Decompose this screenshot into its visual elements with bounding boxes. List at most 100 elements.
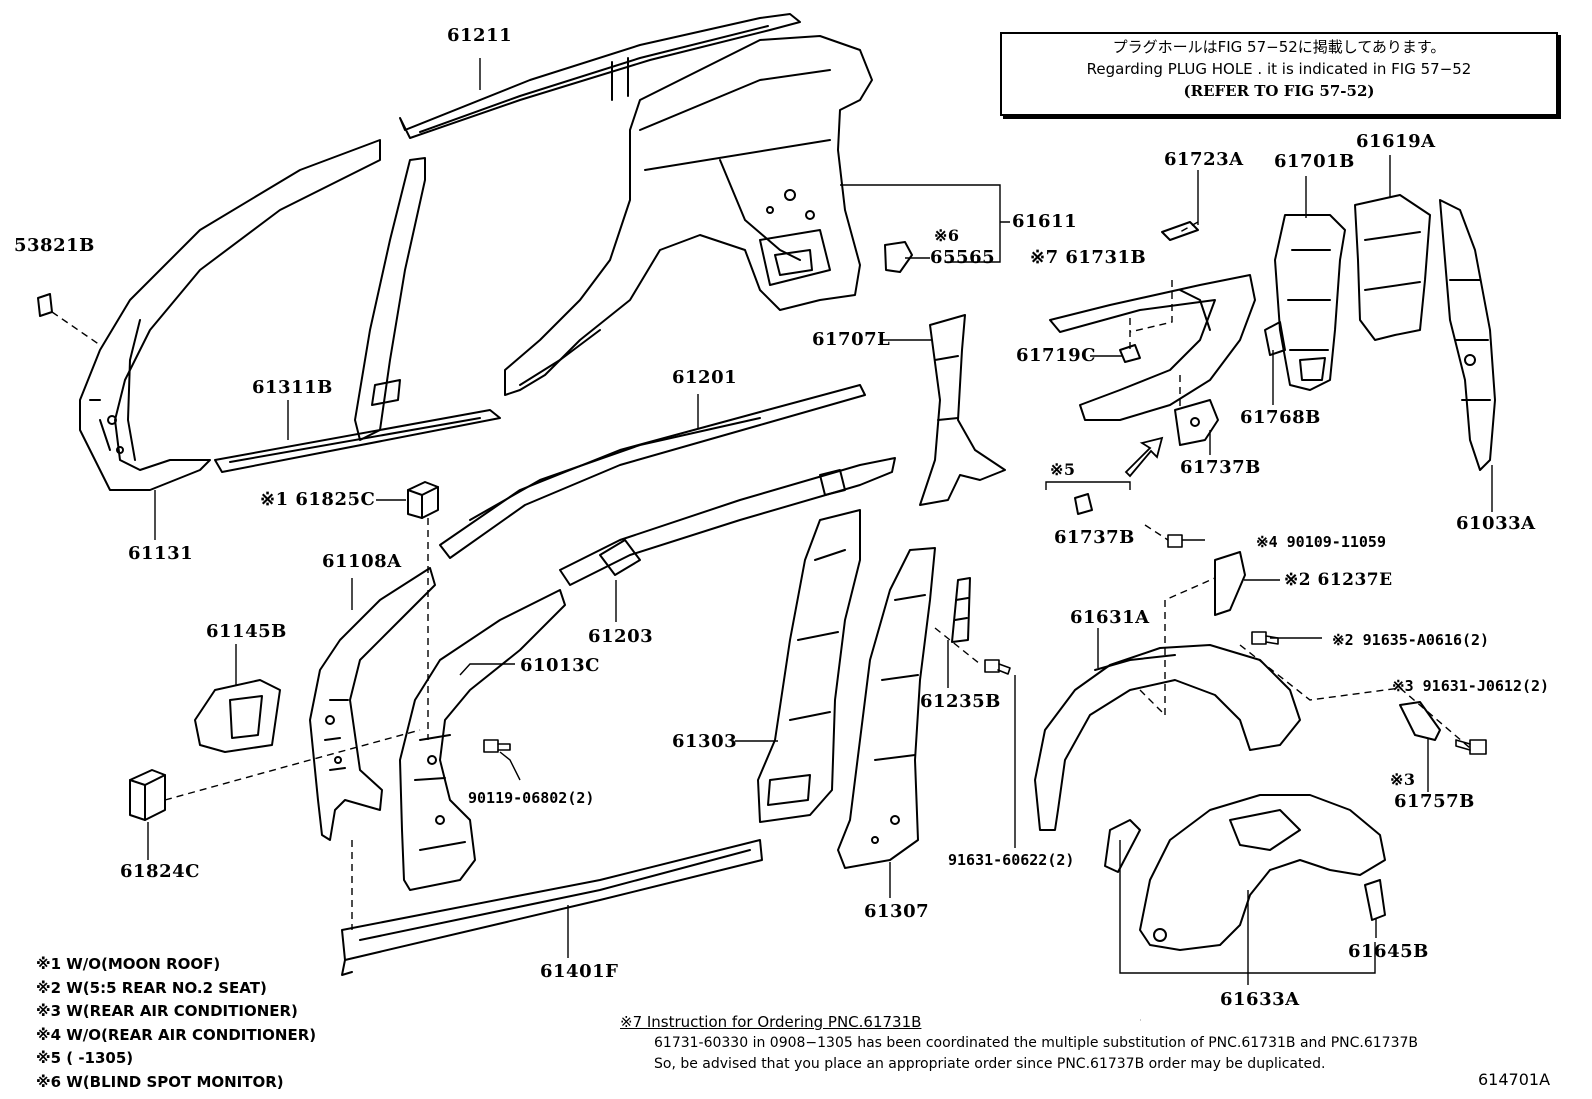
label-61707L[interactable]: 61707L bbox=[812, 329, 891, 350]
label-90119-06802[interactable]: 90119-06802(2) bbox=[468, 789, 595, 807]
part-61201-roof-inner bbox=[439, 384, 866, 559]
label-65565[interactable]: 65565 bbox=[930, 247, 996, 268]
part-61203-roof-inner-long bbox=[559, 457, 896, 586]
label-61631A[interactable]: 61631A bbox=[1070, 607, 1150, 628]
leader-61013C bbox=[459, 663, 515, 676]
label-61203[interactable]: 61203 bbox=[588, 626, 654, 647]
label-61723A[interactable]: 61723A bbox=[1164, 149, 1244, 170]
legend-item: ※6 W(BLIND SPOT MONITOR) bbox=[36, 1072, 284, 1091]
note-line-english: Regarding PLUG HOLE . it is indicated in… bbox=[1086, 60, 1472, 78]
part-61611-quarter-panel bbox=[504, 35, 873, 396]
part-center-pillar-strip bbox=[354, 157, 426, 441]
part-61235B-bracket bbox=[951, 577, 971, 643]
legend-item: ※4 W/O(REAR AIR CONDITIONER) bbox=[36, 1025, 317, 1044]
part-61013C-hinge-pillar bbox=[399, 589, 566, 891]
part-61619A-panel bbox=[1354, 194, 1431, 341]
bracket-61737B bbox=[1045, 481, 1131, 490]
bolt-91631-J0612 bbox=[1455, 739, 1487, 755]
label-61201[interactable]: 61201 bbox=[672, 367, 738, 388]
label-91631-J0612[interactable]: ※3 91631-J0612(2) bbox=[1392, 677, 1550, 695]
bolt-90109-11059 bbox=[1167, 534, 1183, 548]
footnote-legend: ※1 W/O(MOON ROOF) ※2 W(5:5 REAR NO.2 SEA… bbox=[36, 953, 316, 1094]
label-61131[interactable]: 61131 bbox=[128, 543, 194, 564]
part-61131-front-pillar bbox=[79, 139, 381, 491]
part-61723A-bracket bbox=[1161, 221, 1199, 241]
part-61211-roof-rail bbox=[399, 13, 801, 139]
instruction-line-1: 61731-60330 in 0908−1305 has been coordi… bbox=[654, 1035, 1419, 1051]
bolt-90119-06802 bbox=[483, 739, 511, 753]
label-61303[interactable]: 61303 bbox=[672, 731, 738, 752]
label-61731B[interactable]: ※7 61731B bbox=[1030, 247, 1147, 268]
leader-90119 bbox=[499, 751, 521, 781]
label-61701B[interactable]: 61701B bbox=[1274, 151, 1355, 172]
part-61033A-panel bbox=[1439, 199, 1496, 471]
label-61211[interactable]: 61211 bbox=[447, 25, 513, 46]
label-61737B-top[interactable]: 61737B bbox=[1180, 457, 1261, 478]
part-61825C-block bbox=[407, 481, 439, 519]
part-61307-center-pillar-inner bbox=[837, 547, 936, 869]
note-box: プラグホールはFIG 57−52に掲載してあります。 Regarding PLU… bbox=[1000, 32, 1558, 116]
part-61145B-bracket bbox=[194, 679, 281, 753]
label-61235B[interactable]: 61235B bbox=[920, 691, 1001, 712]
bracket-61633A bbox=[1119, 840, 1376, 974]
label-61033A[interactable]: 61033A bbox=[1456, 513, 1536, 534]
legend-item: ※1 W/O(MOON ROOF) bbox=[36, 955, 221, 973]
part-61701B-panel bbox=[1274, 214, 1346, 391]
label-note-5: ※5 bbox=[1050, 460, 1076, 479]
part-61768B-bracket bbox=[1264, 321, 1286, 356]
label-53821B[interactable]: 53821B bbox=[14, 235, 95, 256]
direction-arrow bbox=[1124, 436, 1164, 478]
bolt-91631-60622 bbox=[984, 659, 1011, 675]
part-61237E-bracket bbox=[1214, 551, 1246, 616]
label-note-3: ※3 bbox=[1390, 770, 1416, 789]
part-61631A-wheelhouse-outer bbox=[1034, 644, 1301, 831]
label-61013C[interactable]: 61013C bbox=[520, 655, 600, 676]
label-61307[interactable]: 61307 bbox=[864, 901, 930, 922]
part-small-pad bbox=[1104, 819, 1141, 873]
part-61108A-front-pillar-inner bbox=[309, 567, 436, 841]
part-61645B-bracket bbox=[1364, 879, 1386, 921]
label-note-6: ※6 bbox=[934, 226, 960, 245]
part-61757B-bracket bbox=[1399, 701, 1441, 741]
label-90109-11059[interactable]: ※4 90109-11059 bbox=[1256, 533, 1386, 551]
part-61401F-rocker-outer bbox=[341, 839, 763, 976]
figure-number: 614701A bbox=[1478, 1070, 1551, 1089]
part-61633A-wheelhouse-inner bbox=[1139, 794, 1386, 951]
leader-61611 bbox=[840, 184, 1010, 263]
part-61707L-pillar bbox=[919, 314, 1006, 506]
label-61611[interactable]: 61611 bbox=[1012, 211, 1078, 232]
label-61619A[interactable]: 61619A bbox=[1356, 131, 1436, 152]
part-61303-center-pillar bbox=[757, 509, 861, 823]
label-61825C[interactable]: ※1 61825C bbox=[260, 489, 376, 510]
part-53821B-clip bbox=[37, 293, 53, 317]
label-61719C[interactable]: 61719C bbox=[1016, 345, 1096, 366]
legend-item: ※2 W(5:5 REAR NO.2 SEAT) bbox=[36, 978, 267, 997]
part-61737B-bracket-bottom bbox=[1074, 493, 1093, 515]
part-61737B-bracket-top bbox=[1174, 399, 1219, 446]
label-61633A[interactable]: 61633A bbox=[1220, 989, 1300, 1010]
part-65565-clip bbox=[884, 241, 913, 273]
label-61401F[interactable]: 61401F bbox=[540, 961, 619, 982]
label-61737B-bottom[interactable]: 61737B bbox=[1054, 527, 1135, 548]
label-61757B[interactable]: 61757B bbox=[1394, 791, 1475, 812]
label-61145B[interactable]: 61145B bbox=[206, 621, 287, 642]
note-line-refer: (REFER TO FIG 57-52) bbox=[1183, 82, 1375, 100]
label-61824C[interactable]: 61824C bbox=[120, 861, 200, 882]
label-61237E[interactable]: ※2 61237E bbox=[1284, 570, 1393, 590]
instruction-heading: ※7 Instruction for Ordering PNC.61731B bbox=[620, 1013, 922, 1031]
label-61768B[interactable]: 61768B bbox=[1240, 407, 1321, 428]
label-61645B[interactable]: 61645B bbox=[1348, 941, 1429, 962]
label-91635-A0616[interactable]: ※2 91635-A0616(2) bbox=[1332, 631, 1490, 649]
ordering-instruction: ※7 Instruction for Ordering PNC.61731B 6… bbox=[620, 1012, 1418, 1075]
label-91631-60622[interactable]: 91631-60622(2) bbox=[948, 851, 1075, 869]
bolt-91635-A0616 bbox=[1251, 631, 1279, 645]
part-61311B-rocker bbox=[214, 409, 501, 473]
label-61108A[interactable]: 61108A bbox=[322, 551, 402, 572]
part-61824C-block bbox=[129, 769, 166, 821]
legend-item: ※5 ( -1305) bbox=[36, 1049, 134, 1067]
legend-item: ※3 W(REAR AIR CONDITIONER) bbox=[36, 1002, 298, 1020]
label-61311B[interactable]: 61311B bbox=[252, 377, 333, 398]
part-61731B-assembly bbox=[1049, 274, 1256, 421]
note-line-japanese: プラグホールはFIG 57−52に掲載してあります。 bbox=[1112, 38, 1446, 56]
